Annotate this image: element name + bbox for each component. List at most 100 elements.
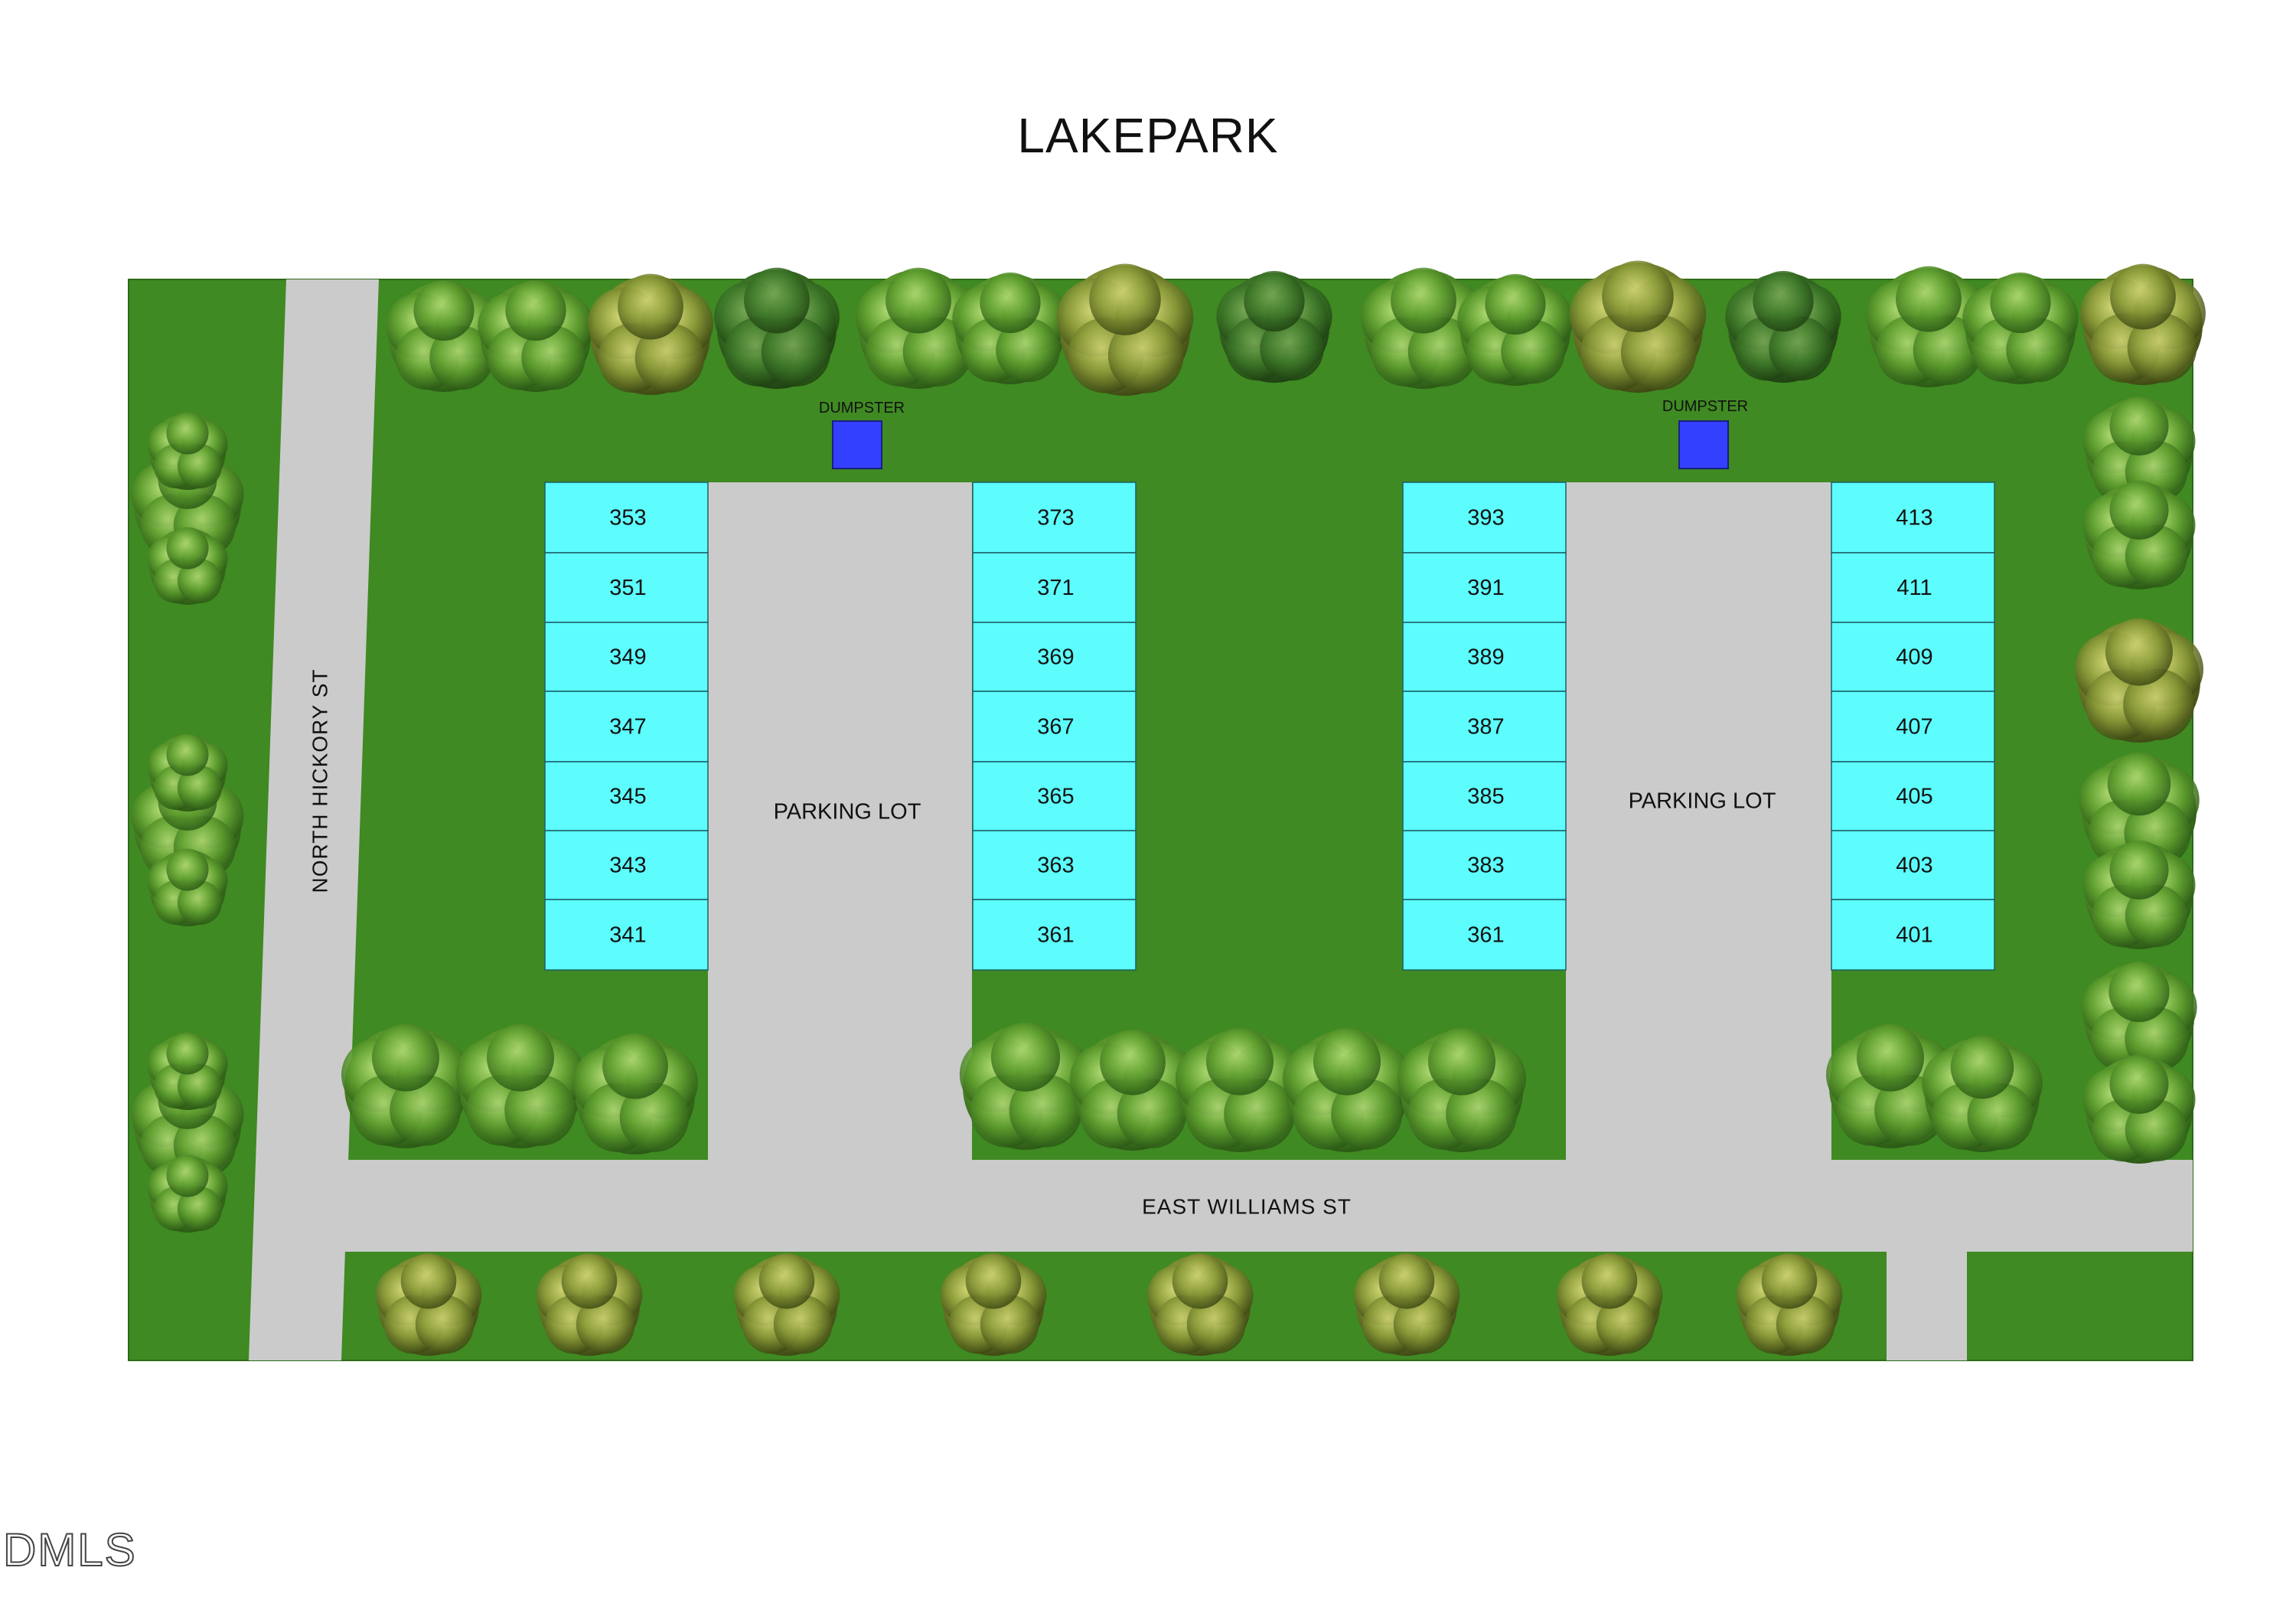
unit-number-label: 371	[1037, 576, 1074, 600]
tree-icon	[1056, 263, 1194, 396]
unit-block[interactable]	[972, 830, 1137, 900]
south-driveway	[1887, 1252, 1967, 1360]
tree-icon	[714, 267, 840, 389]
tree-icon	[1457, 273, 1574, 386]
unit-block[interactable]	[1831, 761, 1995, 831]
unit-block[interactable]	[544, 899, 709, 971]
tree-icon	[1176, 1027, 1304, 1152]
tree-icon	[1569, 260, 1707, 393]
tree-icon	[2082, 840, 2196, 949]
unit-block[interactable]	[972, 899, 1137, 971]
unit-number-label: 411	[1896, 576, 1932, 600]
unit-block[interactable]	[1831, 622, 1995, 692]
tree-icon	[341, 1024, 470, 1148]
tree-icon	[1353, 1253, 1460, 1356]
unit-number-label: 349	[609, 645, 646, 670]
unit-number-label: 405	[1896, 785, 1932, 809]
buildings-layer: 3533513493473453433413733713693673653633…	[544, 482, 1995, 971]
unit-block[interactable]	[1831, 482, 1995, 554]
unit-block[interactable]	[1402, 622, 1567, 692]
east-williams-street-label: EAST WILLIAMS ST	[1142, 1194, 1352, 1218]
dumpster-label: DUMPSTER	[819, 400, 905, 416]
unit-block[interactable]	[1402, 482, 1567, 554]
unit-block[interactable]	[1402, 552, 1567, 623]
tree-icon	[1283, 1027, 1411, 1152]
tree-icon	[1725, 270, 1841, 383]
tree-icon	[952, 272, 1068, 384]
unit-block[interactable]	[972, 622, 1137, 692]
unit-block[interactable]	[972, 691, 1137, 763]
tree-icon	[147, 412, 228, 490]
unit-number-label: 403	[1896, 854, 1932, 878]
parking-lot-label: PARKING LOT	[774, 800, 921, 825]
unit-block[interactable]	[972, 761, 1137, 831]
unit-block[interactable]	[1831, 899, 1995, 971]
unit-number-label: 363	[1037, 854, 1074, 878]
unit-block[interactable]	[1402, 761, 1567, 831]
tree-icon	[2082, 396, 2196, 505]
unit-block[interactable]	[1831, 830, 1995, 900]
unit-number-label: 347	[609, 715, 646, 740]
unit-number-label: 391	[1467, 576, 1504, 600]
tree-icon	[147, 733, 228, 812]
tree-icon	[147, 1032, 228, 1110]
tree-icon	[1216, 270, 1332, 383]
dumpster-2: DUMPSTER	[1662, 398, 1748, 469]
unit-number-label: 343	[609, 854, 646, 878]
unit-block[interactable]	[544, 691, 709, 763]
unit-number-label: 407	[1896, 715, 1932, 740]
unit-block[interactable]	[544, 552, 709, 623]
map-title: LAKEPARK	[1017, 108, 1279, 163]
tree-icon	[588, 273, 713, 395]
unit-number-label: 351	[609, 576, 646, 600]
tree-icon	[1556, 1253, 1663, 1356]
tree-icon	[1736, 1253, 1843, 1356]
tree-icon	[536, 1253, 643, 1356]
dumpster-label: DUMPSTER	[1662, 398, 1748, 415]
unit-number-label: 373	[1037, 506, 1074, 531]
unit-number-label: 361	[1037, 923, 1074, 948]
tree-icon	[2082, 1054, 2196, 1164]
unit-block[interactable]	[1402, 830, 1567, 900]
tree-icon	[959, 1022, 1092, 1150]
parking-lot-west	[708, 482, 972, 1162]
tree-icon	[147, 1154, 228, 1233]
unit-block[interactable]	[1402, 691, 1567, 763]
parking-lot-label: PARKING LOT	[1629, 789, 1776, 814]
unit-block[interactable]	[544, 830, 709, 900]
unit-number-label: 413	[1896, 506, 1932, 531]
tree-icon	[1397, 1027, 1526, 1152]
unit-number-label: 401	[1896, 923, 1932, 948]
unit-number-label: 369	[1037, 645, 1074, 670]
tree-icon	[147, 527, 228, 605]
unit-number-label: 409	[1896, 645, 1932, 670]
tree-icon	[147, 848, 228, 926]
tree-icon	[386, 279, 502, 392]
north-hickory-street-label: NORTH HICKORY ST	[308, 669, 331, 893]
tree-icon	[2075, 618, 2203, 743]
trees-layer	[131, 260, 2206, 1356]
unit-number-label: 393	[1467, 506, 1504, 531]
unit-block[interactable]	[1402, 899, 1567, 971]
unit-block[interactable]	[544, 482, 709, 554]
dumpster-box	[1678, 420, 1729, 469]
unit-block[interactable]	[1831, 552, 1995, 623]
tree-icon	[572, 1033, 698, 1154]
unit-number-label: 383	[1467, 854, 1504, 878]
unit-block[interactable]	[544, 622, 709, 692]
tree-icon	[478, 279, 594, 392]
dumpster-box	[832, 420, 882, 469]
unit-block[interactable]	[972, 482, 1137, 554]
unit-block[interactable]	[1831, 691, 1995, 763]
unit-block[interactable]	[972, 552, 1137, 623]
unit-number-label: 341	[609, 923, 646, 948]
unit-number-label: 365	[1037, 785, 1074, 809]
unit-number-label: 361	[1467, 923, 1504, 948]
tree-icon	[1866, 266, 1991, 387]
tree-icon	[375, 1253, 482, 1356]
unit-block[interactable]	[544, 761, 709, 831]
unit-number-label: 353	[609, 506, 646, 531]
unit-number-label: 385	[1467, 785, 1504, 809]
